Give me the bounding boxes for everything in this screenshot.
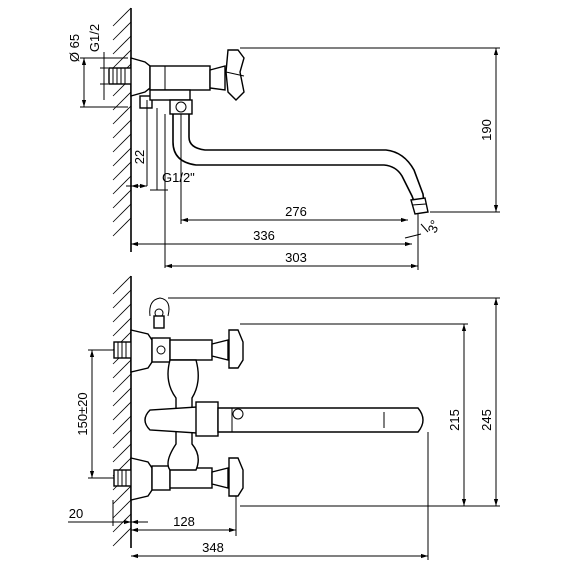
dim-total-width: 348 (202, 540, 224, 555)
dim-wall-depth: 20 (69, 506, 83, 521)
dim-angle: 3° (425, 218, 443, 235)
front-dimensions: 150±20 215 245 20 128 348 (68, 297, 500, 560)
dim-outlet-distance: 303 (285, 250, 307, 265)
dim-diameter: Ø 65 (67, 34, 82, 62)
top-view: Ø 65 G1/2 190 22 G1/2" 276 (67, 7, 500, 270)
dim-height-outlet: 215 (447, 409, 462, 431)
dim-spout-reach: 276 (285, 204, 307, 219)
spout-top (172, 114, 429, 215)
wall-top (112, 7, 132, 252)
wall-front (112, 275, 132, 548)
dim-total-reach: 336 (253, 228, 275, 243)
dim-thread-bottom: G1/2" (162, 170, 195, 185)
dim-wall-offset: 22 (132, 150, 147, 164)
top-dimensions: Ø 65 G1/2 190 22 G1/2" 276 (67, 24, 500, 270)
dim-thread-top: G1/2 (87, 24, 102, 52)
dim-height: 190 (479, 119, 494, 141)
faucet-top-body (108, 49, 245, 115)
dim-handle-offset: 128 (173, 514, 195, 529)
dim-center-distance: 150±20 (75, 392, 90, 435)
dim-height-total: 245 (479, 409, 494, 431)
front-view: 150±20 215 245 20 128 348 (68, 275, 500, 560)
faucet-front-body (113, 297, 424, 501)
